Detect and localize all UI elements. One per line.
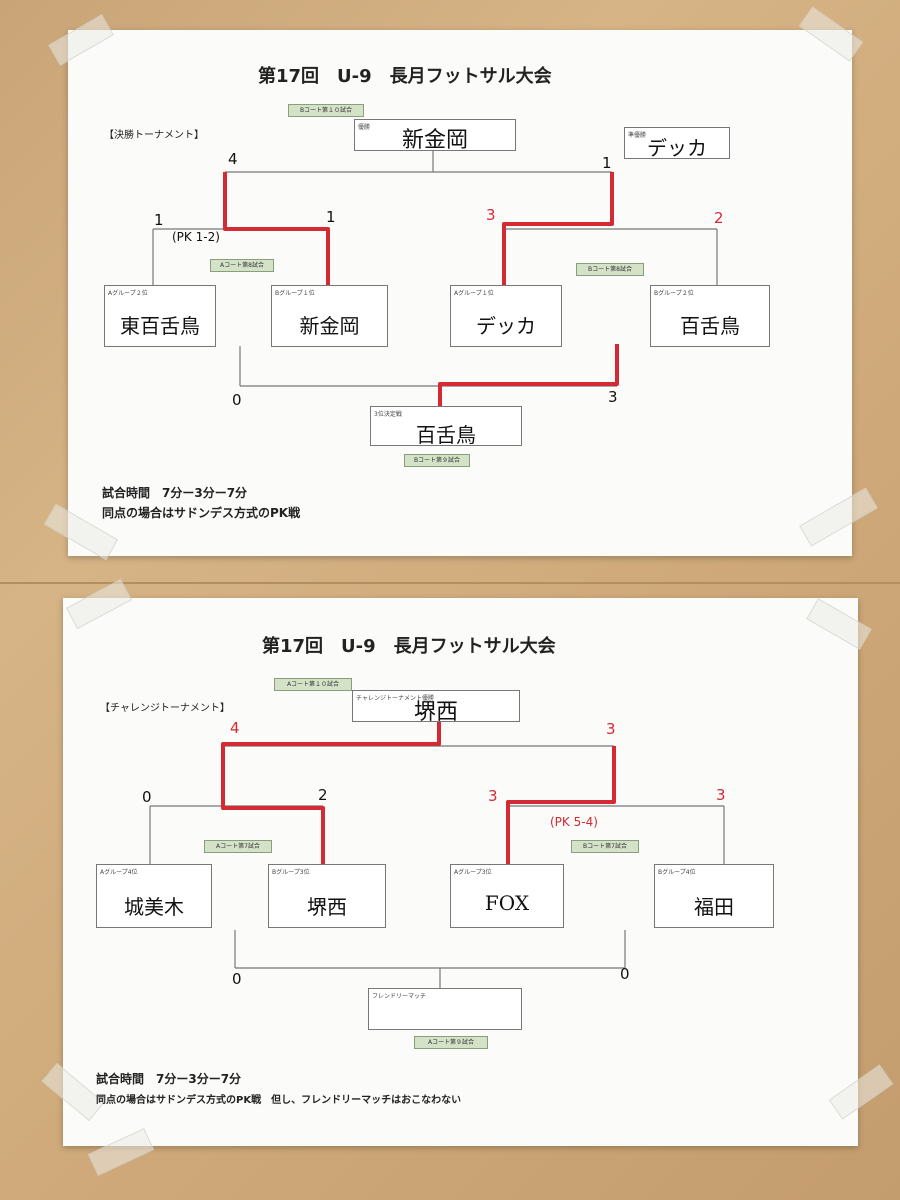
team-box: Bグループ１位 新金岡 xyxy=(271,285,388,347)
team-group-label: Bグループ２位 xyxy=(654,290,694,297)
score-third-right: 3 xyxy=(608,388,618,406)
team-box: Aグループ3位 FOX xyxy=(450,864,564,928)
pk-note: (PK 1-2) xyxy=(172,230,220,244)
team-group-label: Bグループ3位 xyxy=(272,869,310,876)
team-name: 城美木 xyxy=(124,895,184,919)
team-box: Aグループ２位 東百舌鳥 xyxy=(104,285,216,347)
match-tag-final: Bコート第１０試合 xyxy=(288,104,364,117)
tournament-title: 第17回 U-9 長月フットサル大会 xyxy=(258,66,552,87)
tiebreak-note: 同点の場合はサドンデス方式のPK戦 xyxy=(102,506,301,520)
team-box: Aグループ4位 城美木 xyxy=(96,864,212,928)
match-tag-final: Aコート第１０試合 xyxy=(274,678,352,691)
wall-seam xyxy=(0,582,900,584)
winner-box: チャレンジトーナメント優勝 堺西 xyxy=(352,690,520,725)
winner-box: 優勝 新金岡 xyxy=(354,119,516,153)
match-time-note: 試合時間 7分ー3分ー7分 xyxy=(102,486,248,500)
team-box: Bグループ3位 堺西 xyxy=(268,864,386,928)
team-name: 百舌鳥 xyxy=(680,314,740,338)
friendly-match-box: フレンドリーマッチ xyxy=(368,988,522,1030)
match-tag-friendly: Aコート第９試合 xyxy=(414,1036,488,1049)
match-time-note: 試合時間 7分ー3分ー7分 xyxy=(96,1072,242,1086)
match-tag-third: Bコート第９試合 xyxy=(404,454,470,467)
score-friendly-left: 0 xyxy=(232,970,242,988)
team-group-label: Aグループ4位 xyxy=(100,869,138,876)
score-final-left: 4 xyxy=(228,150,238,168)
team-box: Bグループ4位 福田 xyxy=(654,864,774,928)
team-box: Aグループ１位 デッカ xyxy=(450,285,562,347)
section-heading: 【決勝トーナメント】 xyxy=(104,130,204,141)
match-tag-semi-right: Bコート第7試合 xyxy=(571,840,639,853)
match-tag-semi-right: Bコート第8試合 xyxy=(576,263,644,276)
match-tag-semi-left: Aコート第7試合 xyxy=(204,840,272,853)
winner-label: 優勝 xyxy=(358,124,371,131)
runner-up-name: デッカ xyxy=(647,136,707,160)
team-name: 堺西 xyxy=(307,895,347,919)
score-semi1-left: 1 xyxy=(154,211,164,229)
team-group-label: Bグループ１位 xyxy=(275,290,315,297)
score-semi1-right: 1 xyxy=(326,208,336,226)
match-tag-semi-left: Aコート第8試合 xyxy=(210,259,274,272)
winner-name: 新金岡 xyxy=(401,128,468,153)
tournament-title: 第17回 U-9 長月フットサル大会 xyxy=(262,636,556,657)
third-place-label: 3位決定戦 xyxy=(374,411,402,418)
team-name: FOX xyxy=(484,891,530,915)
tiebreak-note: 同点の場合はサドンデス方式のPK戦 但し、フレンドリーマッチはおこなわない xyxy=(96,1095,462,1106)
score-semi1-right: 2 xyxy=(318,786,328,804)
score-final-right: 1 xyxy=(602,154,612,172)
score-final-left: 4 xyxy=(230,719,240,737)
score-semi1-left: 0 xyxy=(142,788,152,806)
winner-name: 堺西 xyxy=(413,700,458,725)
score-friendly-right: 0 xyxy=(620,965,630,983)
score-final-right: 3 xyxy=(606,720,616,738)
third-place-box: 3位決定戦 百舌鳥 xyxy=(370,406,522,447)
winner-label: チャレンジトーナメント優勝 xyxy=(356,695,434,702)
runner-up-label: 準優勝 xyxy=(628,132,647,139)
team-name: 東百舌鳥 xyxy=(120,314,200,338)
score-semi2-right: 2 xyxy=(714,209,724,227)
section-heading: 【チャレンジトーナメント】 xyxy=(100,703,230,714)
score-third-left: 0 xyxy=(232,391,242,409)
team-group-label: Bグループ4位 xyxy=(658,869,696,876)
friendly-match-label: フレンドリーマッチ xyxy=(372,993,427,1000)
score-semi2-right: 3 xyxy=(716,786,726,804)
team-name: 新金岡 xyxy=(299,314,360,338)
score-semi2-left: 3 xyxy=(488,787,498,805)
team-box: Bグループ２位 百舌鳥 xyxy=(650,285,770,347)
team-name: デッカ xyxy=(476,314,536,338)
team-group-label: Aグループ１位 xyxy=(454,290,494,297)
third-place-name: 百舌鳥 xyxy=(416,423,476,447)
team-group-label: Aグループ3位 xyxy=(454,869,492,876)
pk-note: (PK 5-4) xyxy=(550,815,598,829)
team-group-label: Aグループ２位 xyxy=(108,290,148,297)
team-name: 福田 xyxy=(694,895,734,919)
runner-up-box: 準優勝 デッカ xyxy=(624,127,730,160)
score-semi2-left: 3 xyxy=(486,206,496,224)
